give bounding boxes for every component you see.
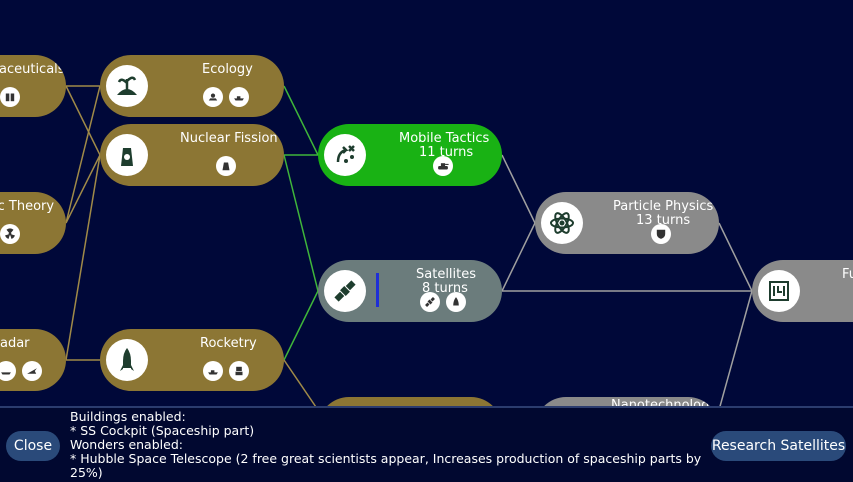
connection-ecology-mobile-tactics (283, 85, 319, 156)
tech-title: Satellites (416, 267, 477, 282)
description-line: Buildings enabled: (70, 409, 186, 424)
connection-nanotech-fusion (718, 290, 753, 411)
tech-node-nuclear-fission[interactable]: Nuclear Fission (100, 124, 284, 186)
tech-node-fusion[interactable]: Fu (752, 260, 853, 322)
shield-wonder-icon[interactable] (651, 224, 671, 244)
tech-info-panel: Close Buildings enabled: * SS Cockpit (S… (0, 406, 853, 482)
connection-pharmaceuticals-nuclear-fission (65, 85, 101, 156)
connection-atomic-theory-ecology (65, 85, 101, 224)
connection-radar-nuclear-fission (65, 154, 101, 361)
connection-mobile-tactics-particle-physics (501, 154, 536, 224)
connection-rocketry-satellites (283, 290, 319, 361)
tech-title: Nuclear Fission (180, 131, 278, 146)
connection-atomic-theory-nuclear-fission (65, 154, 101, 224)
tank-icon[interactable] (433, 156, 453, 176)
tech-node-rocketry[interactable]: Rocketry (100, 329, 284, 391)
radiation-icon[interactable] (0, 224, 20, 244)
ship-icon[interactable] (0, 361, 16, 381)
tech-title: aceuticals (0, 62, 65, 77)
tech-title: Particle Physics (613, 199, 714, 214)
research-progress-fill (376, 273, 379, 307)
nuclear-plant-icon[interactable] (216, 156, 236, 176)
building-icon[interactable] (0, 87, 20, 107)
ship-icon[interactable] (203, 361, 223, 381)
connection-satellites-particle-physics (501, 222, 536, 292)
fighter-jet-icon[interactable] (22, 361, 42, 381)
tech-node-radar[interactable]: adar (0, 329, 66, 391)
tech-turns: 13 turns (636, 213, 691, 228)
connection-rocketry-lower (283, 359, 319, 411)
tech-node-atomic-theory[interactable]: ic Theory (0, 192, 66, 254)
tech-title: adar (0, 336, 30, 351)
tech-node-satellites[interactable]: Satellites 8 turns (318, 260, 502, 322)
atom-icon (541, 202, 583, 244)
research-progress-bar (376, 273, 379, 307)
nuclear-plant-icon (106, 134, 148, 176)
tech-node-particle-physics[interactable]: Particle Physics 13 turns (535, 192, 719, 254)
description-line: * SS Cockpit (Spaceship part) (70, 423, 255, 438)
rocket-icon (106, 339, 148, 381)
tech-title: Rocketry (200, 336, 257, 351)
research-button[interactable]: Research Satellites (711, 431, 846, 461)
tech-title: Fu (842, 267, 853, 282)
description-line: 25%) (70, 465, 103, 480)
satellite-icon (324, 270, 366, 312)
tech-turns: 11 turns (419, 145, 474, 160)
connection-nuclear-fission-satellites (283, 154, 319, 292)
tactics-icon (324, 134, 366, 176)
satellite-icon[interactable] (420, 292, 440, 312)
connection-particle-physics-fusion (718, 222, 753, 292)
description-line: * Hubble Space Telescope (2 free great s… (70, 451, 702, 466)
tech-description: Buildings enabled: * SS Cockpit (Spacesh… (70, 409, 702, 480)
tech-title: Mobile Tactics (399, 131, 490, 146)
circuit-icon (758, 270, 800, 312)
close-button[interactable]: Close (6, 431, 60, 461)
earth-sprout-icon (106, 65, 148, 107)
tech-node-ecology[interactable]: Ecology (100, 55, 284, 117)
description-line: Wonders enabled: (70, 437, 183, 452)
tech-title: ic Theory (0, 199, 55, 214)
tech-node-mobile-tactics[interactable]: Mobile Tactics 11 turns (318, 124, 502, 186)
solar-plant-icon[interactable] (203, 87, 223, 107)
robot-icon[interactable] (229, 361, 249, 381)
tech-title: Ecology (202, 62, 253, 77)
tech-node-pharmaceuticals[interactable]: aceuticals (0, 55, 66, 117)
ship-icon[interactable] (229, 87, 249, 107)
rocket-cockpit-icon[interactable] (446, 292, 466, 312)
